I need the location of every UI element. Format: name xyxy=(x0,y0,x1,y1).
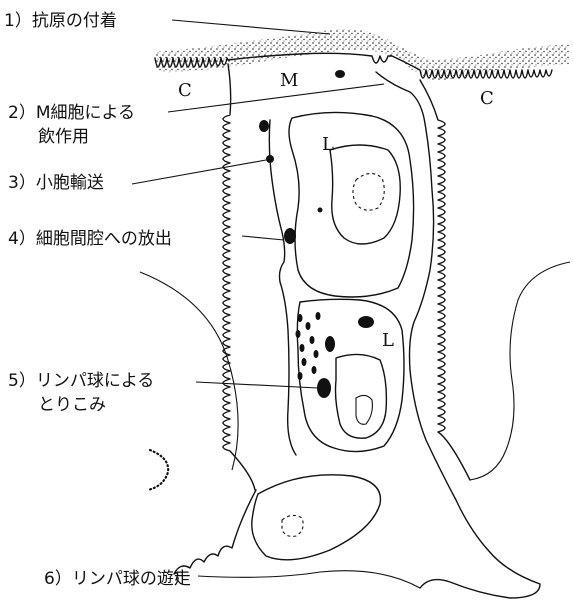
label-release-intercellular: 4）細胞間腔への放出 xyxy=(8,229,172,249)
antigen-particle xyxy=(318,208,323,213)
label-lymphocyte-uptake: 5）リンパ球による xyxy=(8,371,154,391)
antigen-particle xyxy=(266,155,274,163)
m-cell-pocket-left xyxy=(269,120,296,455)
migrating-lymphocyte xyxy=(252,475,381,560)
antigen-particle xyxy=(325,336,335,352)
antigen-particle xyxy=(284,228,296,244)
antigen-particle xyxy=(335,70,345,78)
label-antigen-attachment: 1）抗原の付着 xyxy=(4,11,117,31)
marker-c-left: C xyxy=(178,80,192,101)
marker-c-right: C xyxy=(480,88,494,109)
leader-line-1 xyxy=(172,20,330,34)
upper-lymphocyte-nucleolus xyxy=(353,173,384,210)
leader-line-4 xyxy=(242,236,284,240)
label-vesicle-transport: 3）小胞輸送 xyxy=(8,173,104,193)
label-m-cell-pinocytosis-cont: 飲作用 xyxy=(38,127,89,147)
label-lymphocyte-uptake-cont: とりこみ xyxy=(38,395,106,415)
antigen-particle xyxy=(358,316,374,328)
upper-lymphocyte-nucleus xyxy=(330,145,400,244)
lower-lymphocyte-nucleolus xyxy=(356,395,372,424)
leader-line-2 xyxy=(168,84,384,112)
upper-lymphocyte-outer xyxy=(289,112,414,297)
antigen-particle xyxy=(317,378,331,398)
lamina-left-dotted xyxy=(148,450,168,490)
bottom-boundary xyxy=(174,490,256,580)
marker-m: M xyxy=(280,70,298,91)
lamina-right-curve xyxy=(470,262,570,480)
antigen-particle xyxy=(259,120,269,132)
leader-line-3 xyxy=(132,160,266,184)
marker-l-upper: L xyxy=(322,134,334,155)
lower-lymphocyte-outer xyxy=(297,299,404,451)
leader-line-6 xyxy=(198,571,420,588)
tail-loop xyxy=(420,500,540,598)
label-lymphocyte-migration: 6）リンパ球の遊走 xyxy=(44,569,191,589)
migrating-lymphocyte-nucleolus xyxy=(282,515,303,536)
marker-l-lower: L xyxy=(382,330,394,351)
label-m-cell-pinocytosis: 2）M細胞による xyxy=(8,103,135,123)
left-cell-border xyxy=(223,64,255,490)
